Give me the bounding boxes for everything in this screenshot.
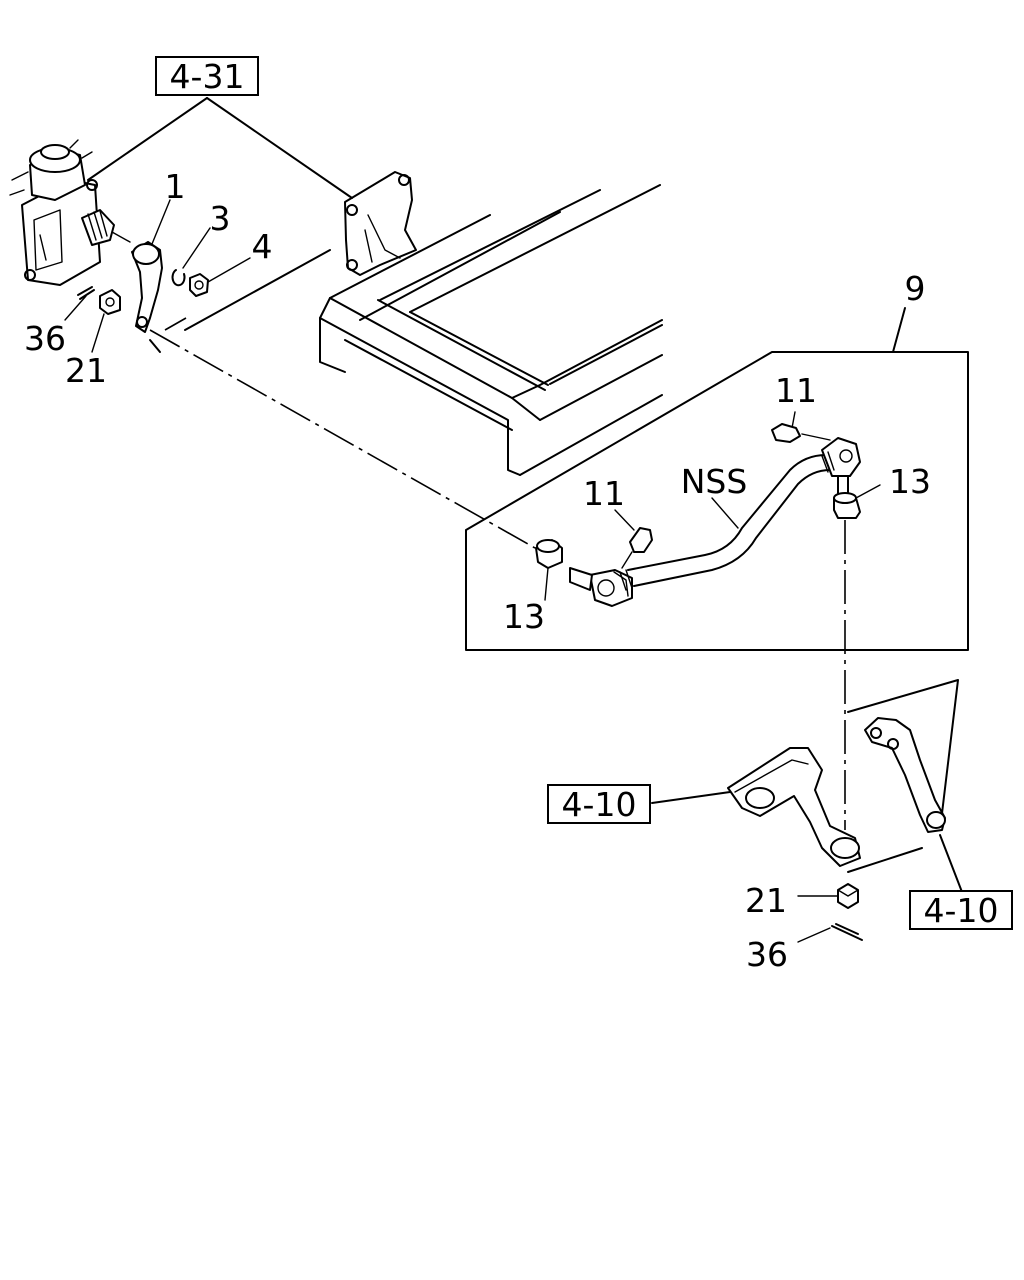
pitman-arm	[131, 241, 163, 333]
castle-nut-upper	[99, 289, 121, 315]
cotter-pin-upper	[77, 286, 95, 300]
dust-boot-right	[833, 492, 861, 519]
callout-castle-nut-lower: 21	[745, 881, 787, 920]
castle-nut-lower	[837, 883, 859, 909]
grease-nipple-left	[621, 527, 653, 569]
steering-gear	[9, 139, 131, 286]
cotter-pin-lower	[831, 923, 863, 941]
ref-box-steering-gear[interactable]	[155, 56, 259, 96]
callout-lock-washer: 3	[210, 199, 231, 238]
callout-grease-nipple-left: 11	[583, 474, 625, 513]
callout-grease-nipple-right: 11	[775, 371, 817, 410]
callout-assembly: 9	[905, 269, 926, 308]
idler-arm-right	[864, 717, 946, 833]
callout-nut-pitman: 4	[252, 227, 273, 266]
callout-cotter-pin-lower: 36	[746, 935, 788, 974]
callout-pitman-arm: 1	[165, 167, 186, 206]
ref-box-idler-arm-left[interactable]	[547, 784, 651, 824]
lock-washer	[171, 269, 186, 287]
leaders	[64, 97, 969, 943]
pitman-nut	[189, 273, 209, 297]
centerlines	[149, 317, 846, 830]
dust-boot-left	[535, 539, 563, 569]
callout-dust-boot-right: 13	[889, 462, 931, 501]
ref-label-steering-gear[interactable]: 4-31	[170, 57, 245, 96]
callout-cotter-pin-upper: 36	[24, 319, 66, 358]
callout-dust-boot-left: 13	[503, 597, 545, 636]
grease-nipple-right	[771, 423, 831, 443]
callout-not-serviced: NSS	[681, 462, 748, 501]
callout-castle-nut-upper: 21	[65, 351, 107, 390]
ref-label-idler-arm-left[interactable]: 4-10	[562, 785, 637, 824]
ref-box-idler-arm-right[interactable]	[909, 890, 1013, 930]
ref-label-idler-arm-right[interactable]: 4-10	[924, 891, 999, 930]
drag-link	[569, 437, 861, 607]
frame-rail	[149, 171, 663, 476]
idler-arm-left	[727, 747, 861, 867]
